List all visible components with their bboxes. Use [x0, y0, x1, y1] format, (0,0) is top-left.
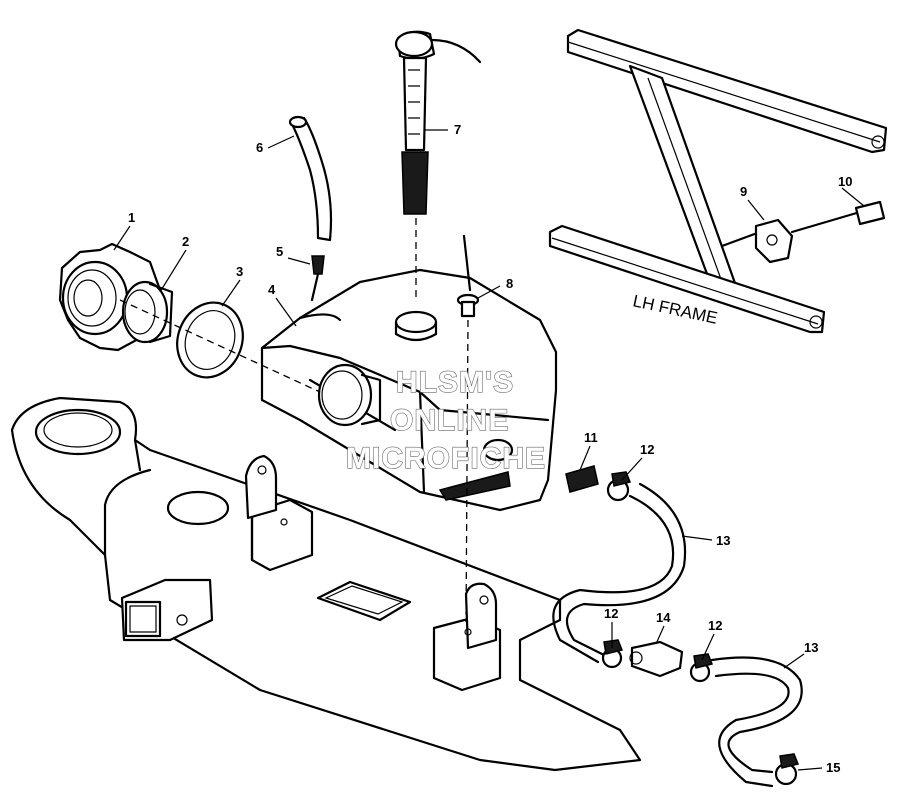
alignment-line — [119, 299, 321, 393]
hose-clamp — [689, 653, 714, 683]
alignment-line — [465, 319, 469, 623]
chassis-frame — [10, 396, 642, 772]
svg-text:MICROFICHE: MICROFICHE — [346, 442, 546, 475]
fuel-filter — [629, 640, 684, 678]
callout-9: 9 — [740, 184, 747, 199]
gasket — [176, 301, 244, 379]
svg-text:ONLINE: ONLINE — [390, 404, 509, 437]
hose-clamp — [606, 471, 632, 502]
callout-2: 2 — [182, 234, 189, 249]
callout-3: 3 — [236, 264, 243, 279]
leader-lines — [113, 129, 865, 771]
callout-12: 12 — [640, 442, 654, 457]
callout-1: 1 — [128, 210, 135, 225]
bolt — [790, 200, 886, 234]
fuel-gauge — [394, 30, 482, 215]
callout-6: 6 — [256, 140, 263, 155]
frame-bracket — [754, 218, 794, 264]
callout-5: 5 — [276, 244, 283, 259]
hose-clamp-end — [774, 753, 800, 786]
watermark: HLSM'S ONLINE MICROFICHE — [345, 365, 546, 475]
callout-7: 7 — [454, 122, 461, 137]
callout-15: 15 — [826, 760, 840, 775]
callout-10: 10 — [838, 174, 852, 189]
callout-13: 13 — [716, 533, 730, 548]
svg-text:HLSM'S: HLSM'S — [396, 366, 514, 399]
callout-13: 13 — [804, 640, 818, 655]
callout-14: 14 — [656, 610, 671, 625]
callout-4: 4 — [268, 282, 276, 297]
lh-frame — [548, 28, 888, 334]
fuel-fitting — [565, 465, 599, 493]
vent-fitting — [310, 255, 325, 302]
fuel-line-lower — [710, 656, 803, 788]
callout-12: 12 — [708, 618, 722, 633]
fuel-line-upper — [552, 482, 687, 664]
callout-12: 12 — [604, 606, 618, 621]
breather — [456, 234, 480, 318]
hose-clamp — [601, 639, 624, 669]
fuel-tank — [260, 268, 558, 512]
vent-hose — [288, 115, 333, 242]
callout-11: 11 — [584, 430, 598, 445]
callout-8: 8 — [506, 276, 513, 291]
